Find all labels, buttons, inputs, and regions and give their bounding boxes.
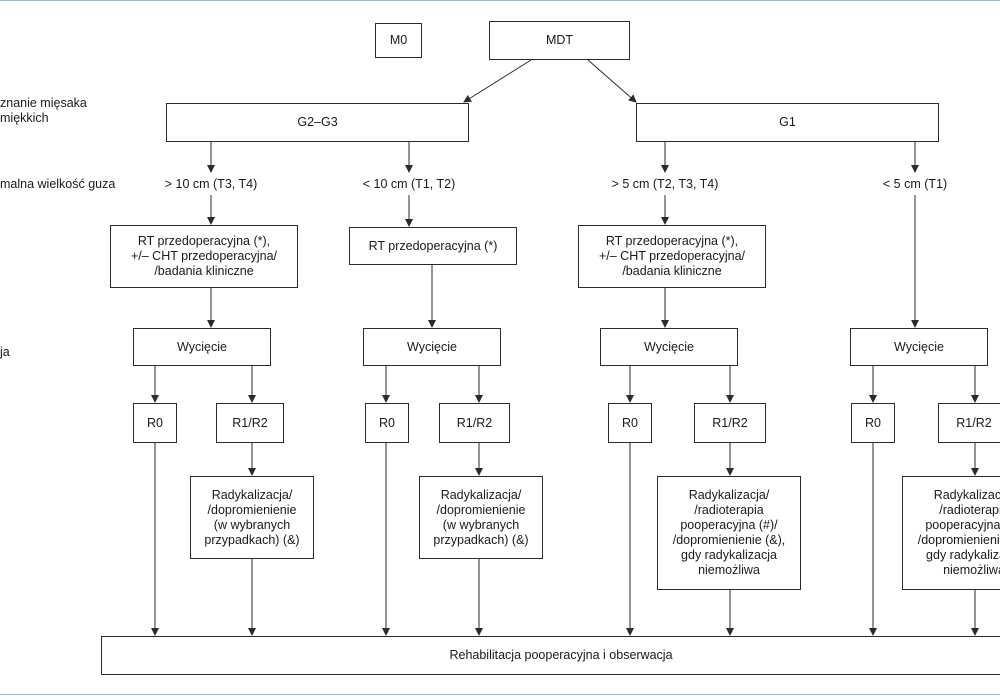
m0-box: M0 [375, 23, 422, 58]
neoadjuvant-box-3: RT przedoperacyjna (*), +/– CHT przedope… [578, 225, 766, 288]
excision-box-2: Wycięcie [363, 328, 501, 366]
postop-box-2: Radykalizacja/ /dopromienienie (w wybran… [419, 476, 543, 559]
r12-box-1: R1/R2 [216, 403, 284, 443]
bottom-rule [0, 694, 1000, 695]
neoadjuvant-box-2: RT przedoperacyjna (*) [349, 227, 517, 265]
excision-box-3: Wycięcie [600, 328, 738, 366]
arrow-mdt-to-low [587, 59, 637, 103]
condition-gt5: > 5 cm (T2, T3, T4) [611, 177, 719, 191]
r0-box-3: R0 [608, 403, 652, 443]
grade-low-box: G1 [636, 103, 939, 142]
condition-lt5: < 5 cm (T1) [882, 177, 948, 191]
top-rule [0, 0, 1000, 1]
r12-box-3: R1/R2 [694, 403, 766, 443]
arrow-mdt-to-high [463, 59, 532, 103]
condition-lt10: < 10 cm (T1, T2) [362, 177, 456, 191]
condition-gt10: > 10 cm (T3, T4) [164, 177, 258, 191]
excision-box-1: Wycięcie [133, 328, 271, 366]
mdt-box: MDT [489, 21, 630, 60]
r0-box-2: R0 [365, 403, 409, 443]
postop-box-4: Radykalizacja/ /radioterapia pooperacyjn… [902, 476, 1000, 590]
postop-box-1: Radykalizacja/ /dopromienienie (w wybran… [190, 476, 314, 559]
grade-high-box: G2–G3 [166, 103, 469, 142]
r12-box-2: R1/R2 [439, 403, 510, 443]
row-label-treatment: ja [0, 345, 10, 359]
postop-box-3: Radykalizacja/ /radioterapia pooperacyjn… [657, 476, 801, 590]
neoadjuvant-box-1: RT przedoperacyjna (*), +/– CHT przedope… [110, 225, 298, 288]
row-label-tumor-size: malna wielkość guza [0, 177, 116, 191]
rehabilitation-box: Rehabilitacja pooperacyjna i obserwacja [101, 636, 1000, 675]
r0-box-4: R0 [851, 403, 895, 443]
r0-box-1: R0 [133, 403, 177, 443]
r12-box-4: R1/R2 [938, 403, 1000, 443]
row-label-diagnosis: znanie mięsaka miękkich [0, 96, 87, 125]
excision-box-4: Wycięcie [850, 328, 988, 366]
